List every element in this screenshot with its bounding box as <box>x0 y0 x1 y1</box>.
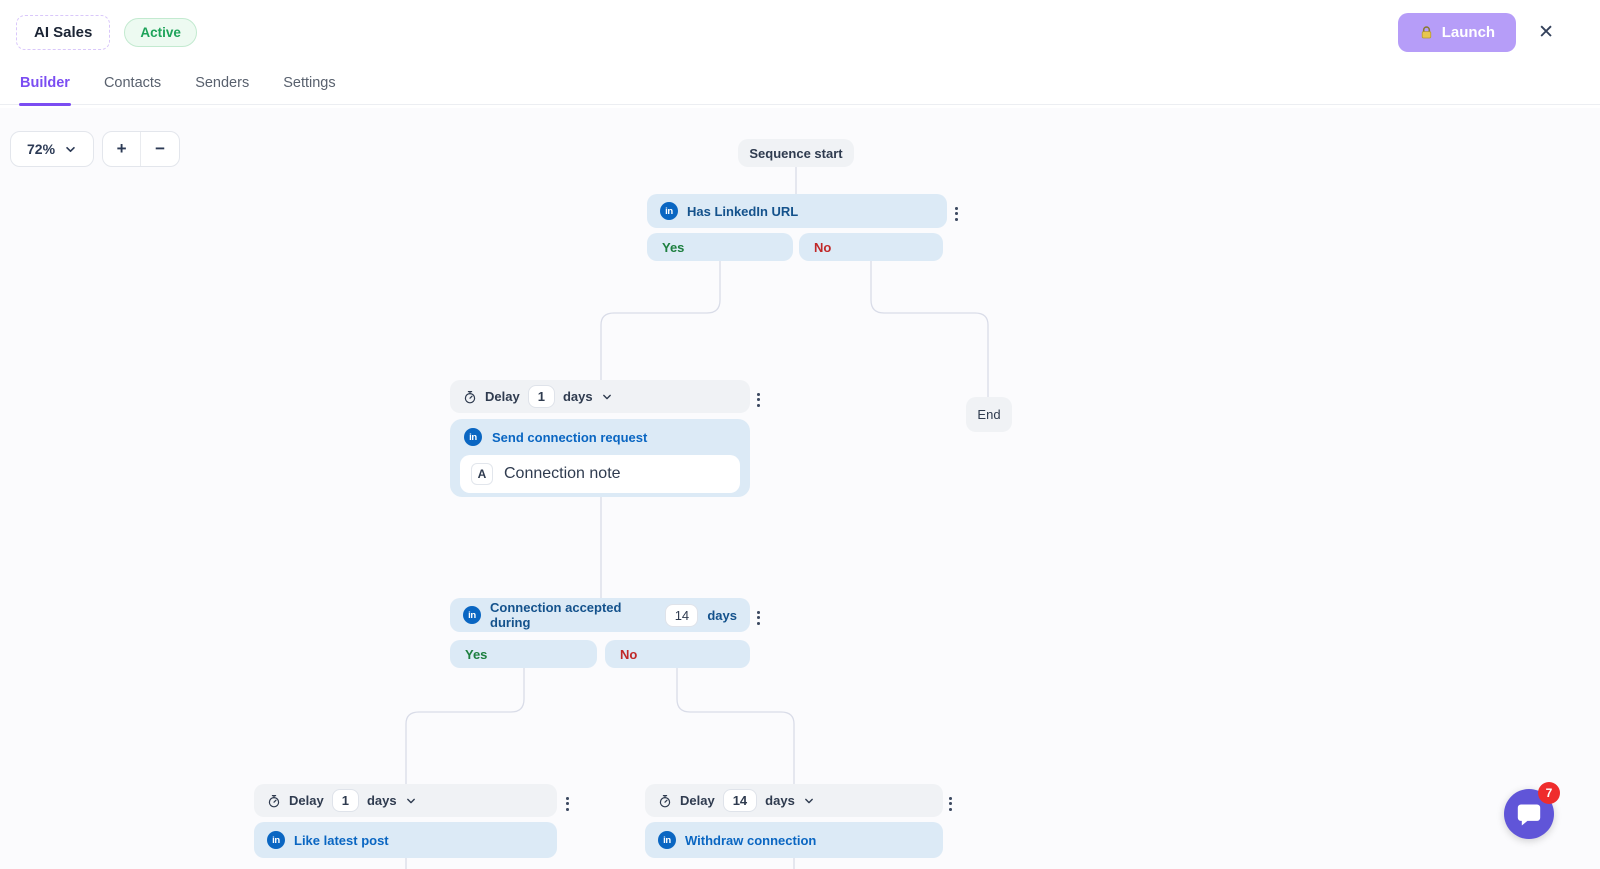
end-node: End <box>966 397 1012 432</box>
condition-label: Connection accepted during <box>490 600 622 630</box>
connection-note-card[interactable]: A Connection note <box>460 455 740 493</box>
condition-has-linkedin-node[interactable]: in Has LinkedIn URL <box>647 194 947 228</box>
branch-no[interactable]: No <box>799 233 943 261</box>
timer-icon <box>464 390 476 403</box>
delay-label: Delay <box>680 793 715 808</box>
zoom-out-button[interactable]: − <box>155 139 165 158</box>
delay-unit: days <box>765 793 795 808</box>
chat-bubble-icon <box>1517 804 1541 826</box>
action-label: Send connection request <box>492 429 648 445</box>
campaign-name: AI Sales <box>34 24 93 41</box>
condition-label: Has LinkedIn URL <box>687 203 799 219</box>
branch-yes[interactable]: Yes <box>647 233 793 261</box>
lock-icon <box>1421 26 1431 39</box>
text-variable-badge: A <box>471 463 493 485</box>
delay-unit: days <box>366 793 397 808</box>
timer-icon <box>659 794 671 807</box>
branch-yes[interactable]: Yes <box>450 640 597 668</box>
campaign-header: AI Sales Active Launch ✕ Builder Contact… <box>0 0 1600 108</box>
more-options-icon[interactable] <box>752 606 765 630</box>
delay-node-top[interactable]: Delay 1 days <box>450 380 750 413</box>
tab-senders[interactable]: Senders <box>195 75 250 91</box>
delay-value-input[interactable]: 1 <box>331 789 359 812</box>
zoom-level-value: 72% <box>27 141 56 157</box>
delay-node-left[interactable]: Delay 1 days <box>254 784 557 817</box>
more-options-icon[interactable] <box>752 388 765 412</box>
delay-value-input[interactable]: 14 <box>722 789 758 812</box>
action-label: Withdraw connection <box>685 832 817 848</box>
withdraw-connection-node[interactable]: in Withdraw connection <box>645 822 943 858</box>
campaign-name-field[interactable]: AI Sales <box>16 15 111 50</box>
linkedin-icon: in <box>464 428 482 446</box>
launch-button[interactable]: Launch <box>1397 13 1517 52</box>
linkedin-icon: in <box>463 606 481 624</box>
send-connection-request-node[interactable]: in Send connection request A Connection … <box>450 419 750 497</box>
delay-value-input[interactable]: 1 <box>527 385 555 408</box>
launch-label: Launch <box>1441 24 1496 41</box>
action-label: Like latest post <box>294 832 389 848</box>
chevron-down-icon[interactable] <box>803 795 815 807</box>
tab-bar: Builder Contacts Senders Settings <box>0 69 1600 106</box>
connection-note-label: Connection note <box>504 465 621 482</box>
chevron-down-icon <box>66 146 75 152</box>
chevron-down-icon[interactable] <box>405 795 417 807</box>
status-badge: Active <box>124 18 197 47</box>
linkedin-icon: in <box>658 831 676 849</box>
linkedin-icon: in <box>660 202 678 220</box>
delay-label: Delay <box>289 793 324 808</box>
zoom-level-dropdown[interactable]: 72% <box>10 131 95 167</box>
tab-builder[interactable]: Builder <box>19 69 71 106</box>
delay-label: Delay <box>485 389 520 404</box>
zoom-controls: 72% + − <box>10 131 181 167</box>
close-icon[interactable]: ✕ <box>1538 22 1554 43</box>
timer-icon <box>268 794 280 807</box>
like-latest-post-node[interactable]: in Like latest post <box>254 822 557 858</box>
more-options-icon[interactable] <box>950 202 963 226</box>
more-options-icon[interactable] <box>944 792 957 816</box>
chat-unread-badge: 7 <box>1538 782 1560 804</box>
chevron-down-icon[interactable] <box>601 391 613 403</box>
delay-unit: days <box>562 389 593 404</box>
tab-settings[interactable]: Settings <box>283 75 336 91</box>
tab-contacts[interactable]: Contacts <box>103 75 162 91</box>
condition-connection-accepted-node[interactable]: in Connection accepted during 14 days <box>450 598 750 632</box>
sequence-canvas[interactable]: 72% + − Sequence start in Has LinkedIn U… <box>0 108 1600 869</box>
condition-unit: days <box>707 607 737 623</box>
sequence-start-node: Sequence start <box>738 139 854 167</box>
more-options-icon[interactable] <box>561 792 574 816</box>
zoom-in-button[interactable]: + <box>103 132 142 166</box>
linkedin-icon: in <box>267 831 285 849</box>
condition-days-input[interactable]: 14 <box>664 603 699 627</box>
delay-node-right[interactable]: Delay 14 days <box>645 784 943 817</box>
chat-launcher-button[interactable] <box>1504 789 1554 839</box>
branch-no[interactable]: No <box>605 640 750 668</box>
